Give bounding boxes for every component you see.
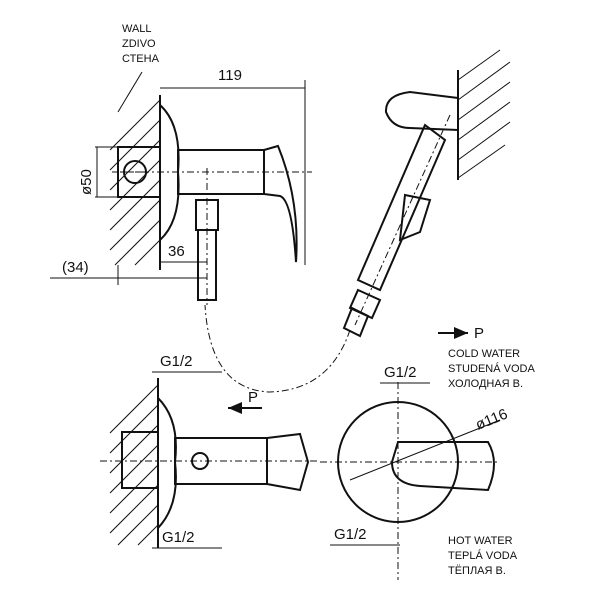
wall-hatch [109, 99, 161, 266]
pressure-label-mid: P [248, 389, 258, 406]
wall-leader [117, 71, 143, 113]
hand-shower-view [204, 49, 511, 393]
dim-offset-34: (34) [62, 259, 89, 276]
dim-thread-right-bottom: G1/2 [334, 526, 367, 543]
shower-holder [384, 90, 459, 132]
dim-thread-left-bottom: G1/2 [162, 529, 195, 546]
dim-diameter-116: ø116 [473, 406, 510, 434]
dim-thread-left-top: G1/2 [160, 353, 193, 370]
dim-thread-right-top: G1/2 [384, 364, 417, 381]
lever [263, 144, 298, 263]
front-view: ø116 G1/2 G1/2 P COLD WATER STUDENÁ VODA… [320, 325, 537, 580]
wall-label: WALL ZDIVO СТЕНА [122, 23, 160, 65]
section-lever [266, 432, 310, 492]
shower-handle [356, 123, 447, 292]
section-view: G1/2 G1/2 P [100, 353, 320, 549]
hose-nut [348, 288, 382, 320]
pressure-label-top: P [474, 325, 484, 342]
cold-water-label: COLD WATER STUDENÁ VODA ХОЛОДНАЯ В. [448, 348, 537, 390]
side-view-mixer: 119 ø50 (34) 36 WALL ZDIVO СТЕНА [50, 23, 312, 305]
dim-119: 119 [218, 67, 242, 84]
shower-button [398, 193, 432, 242]
section-body [121, 431, 159, 489]
hose [204, 304, 351, 393]
holder-wall-hatch [457, 49, 511, 179]
section-rosette [157, 397, 177, 529]
dim-116-line [349, 419, 501, 481]
dim-diameter-50: ø50 [78, 169, 95, 195]
front-lever [390, 441, 495, 492]
hot-water-label: HOT WATER TEPLÁ VODA ТЁПЛАЯ В. [448, 535, 520, 577]
section-wall-hatch [109, 384, 159, 546]
dim-36: 36 [168, 243, 185, 260]
hose-end [342, 306, 370, 338]
